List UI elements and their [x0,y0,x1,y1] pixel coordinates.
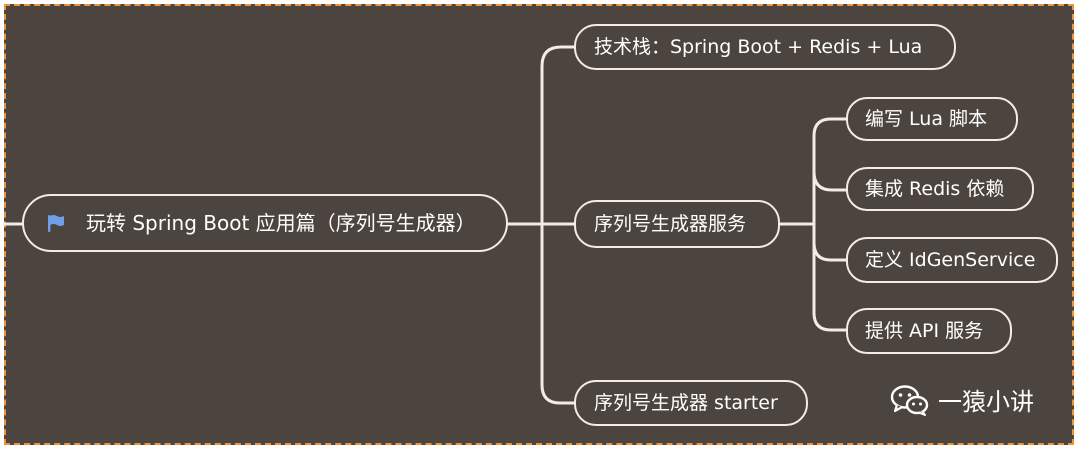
starter-label: 序列号生成器 starter [594,391,778,414]
trunk-bottom [540,222,576,405]
child-connector-3 [812,222,848,262]
starter-node[interactable]: 序列号生成器 starter [574,380,808,426]
watermark: 一猿小讲 [890,382,1034,417]
child-label: 集成 Redis 依赖 [865,177,1005,200]
tech-stack-label: 技术栈：Spring Boot + Redis + Lua [594,35,923,58]
service-label: 序列号生成器服务 [594,212,747,235]
child-node-lua-script[interactable]: 编写 Lua 脚本 [846,97,1018,141]
child-trunk-bottom [812,241,848,332]
wechat-icon [890,384,929,416]
watermark-text: 一猿小讲 [938,388,1034,416]
root-label: 玩转 Spring Boot 应用篇（序列号生成器） [86,211,476,235]
child-node-api-service[interactable]: 提供 API 服务 [846,308,1012,354]
root-node[interactable]: 玩转 Spring Boot 应用篇（序列号生成器） [22,194,508,252]
child-label: 提供 API 服务 [865,319,984,342]
child-label: 编写 Lua 脚本 [865,107,988,130]
child-label: 定义 IdGenService [865,248,1036,271]
service-node[interactable]: 序列号生成器服务 [574,200,780,248]
child-node-redis-dependency[interactable]: 集成 Redis 依赖 [846,167,1034,211]
trunk-top [540,45,576,226]
child-connector-2 [812,170,848,192]
tech-stack-node[interactable]: 技术栈：Spring Boot + Redis + Lua [574,24,956,70]
flag-icon [48,215,64,232]
child-node-idgenservice[interactable]: 定义 IdGenService [846,237,1058,283]
child-trunk-top [812,117,848,226]
